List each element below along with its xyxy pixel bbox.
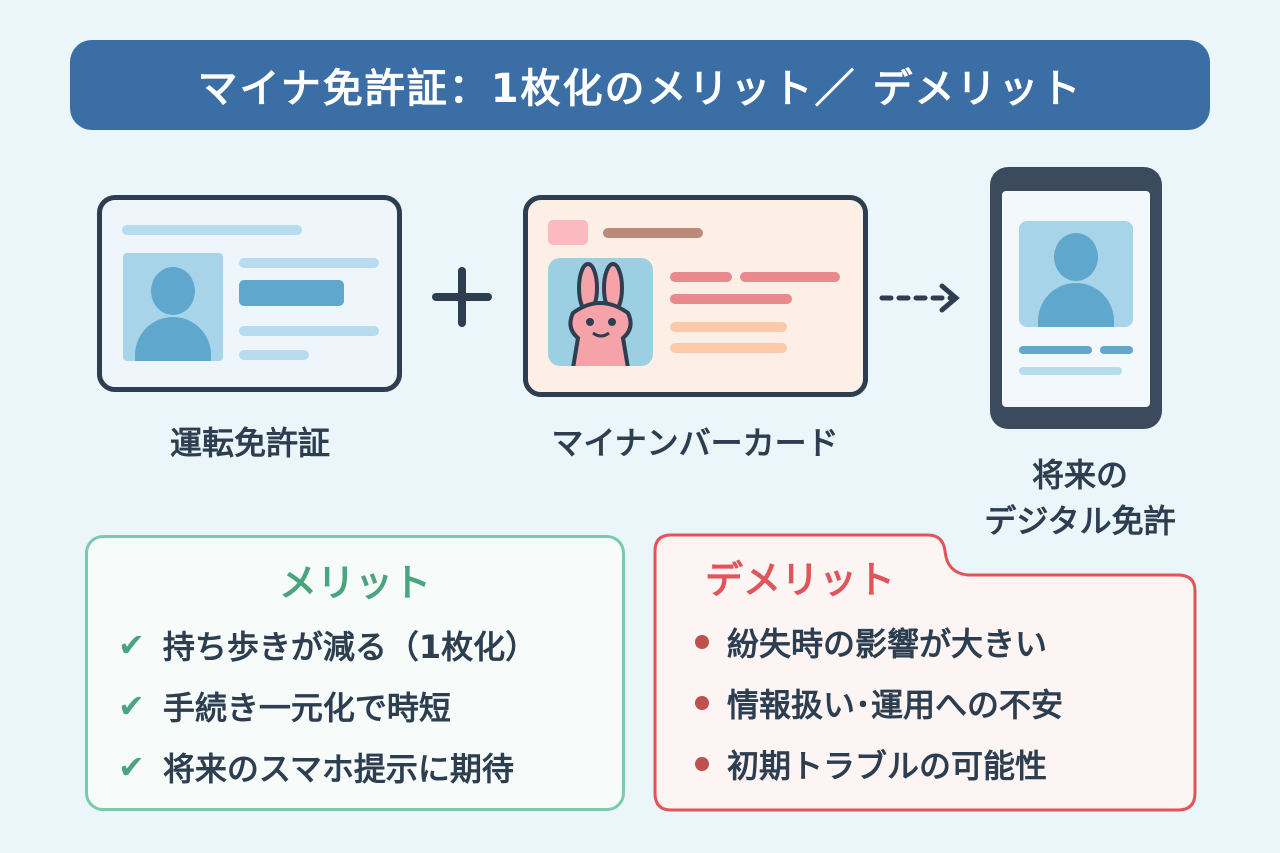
merits-title: メリット [278,561,431,605]
merit-item: ✔ 手続き一元化で時短 [118,683,451,729]
dashed-arrow-icon [879,283,960,313]
check-icon: ✔ [118,626,145,664]
page-title: マイナ免許証：1枚化のメリット／ デメリット [70,40,1210,130]
merit-item: ✔ 持ち歩きが減る（1枚化） [118,622,537,668]
demerits-panel-border [653,533,1197,812]
check-icon: ✔ [118,748,145,786]
demerit-text: 情報扱い･運用への不安 [727,686,1064,724]
mynumber-label: マイナンバーカード [551,424,839,462]
merit-item: ✔ 将来のスマホ提示に期待 [118,744,514,790]
merit-text: 持ち歩きが減る（1枚化） [162,628,538,666]
demerit-text: 初期トラブルの可能性 [727,747,1048,785]
digital-license-label: 将来の デジタル免許 [980,452,1180,544]
bullet-icon [695,635,709,649]
demerits-title: デメリット [704,558,895,602]
person-photo-icon [123,253,223,361]
smartphone-icon [990,167,1162,429]
check-icon: ✔ [118,687,145,725]
plus-icon [432,267,492,327]
drivers-license-card [97,195,402,392]
bullet-icon [695,696,709,710]
license-label: 運転免許証 [169,424,330,462]
demerit-text: 紛失時の影響が大きい [727,625,1048,663]
digital-label-line1: 将来の [1031,456,1128,494]
demerits-panel: デメリット 紛失時の影響が大きい 情報扱い･運用への不安 初期トラブルの可能性 [655,535,1195,811]
digital-label-line2: デジタル免許 [984,502,1176,540]
demerit-item: 紛失時の影響が大きい [695,619,1047,665]
merit-text: 手続き一元化で時短 [162,689,451,727]
merits-panel: メリット ✔ 持ち歩きが減る（1枚化） ✔ 手続き一元化で時短 ✔ 将来のスマホ提示に… [85,535,625,811]
demerit-item: 情報扱い･運用への不安 [695,680,1063,726]
rabbit-mascot-icon [548,258,653,366]
bullet-icon [695,757,709,771]
demerit-item: 初期トラブルの可能性 [695,741,1047,787]
merit-text: 将来のスマホ提示に期待 [162,750,514,788]
mynumber-card [523,195,868,397]
